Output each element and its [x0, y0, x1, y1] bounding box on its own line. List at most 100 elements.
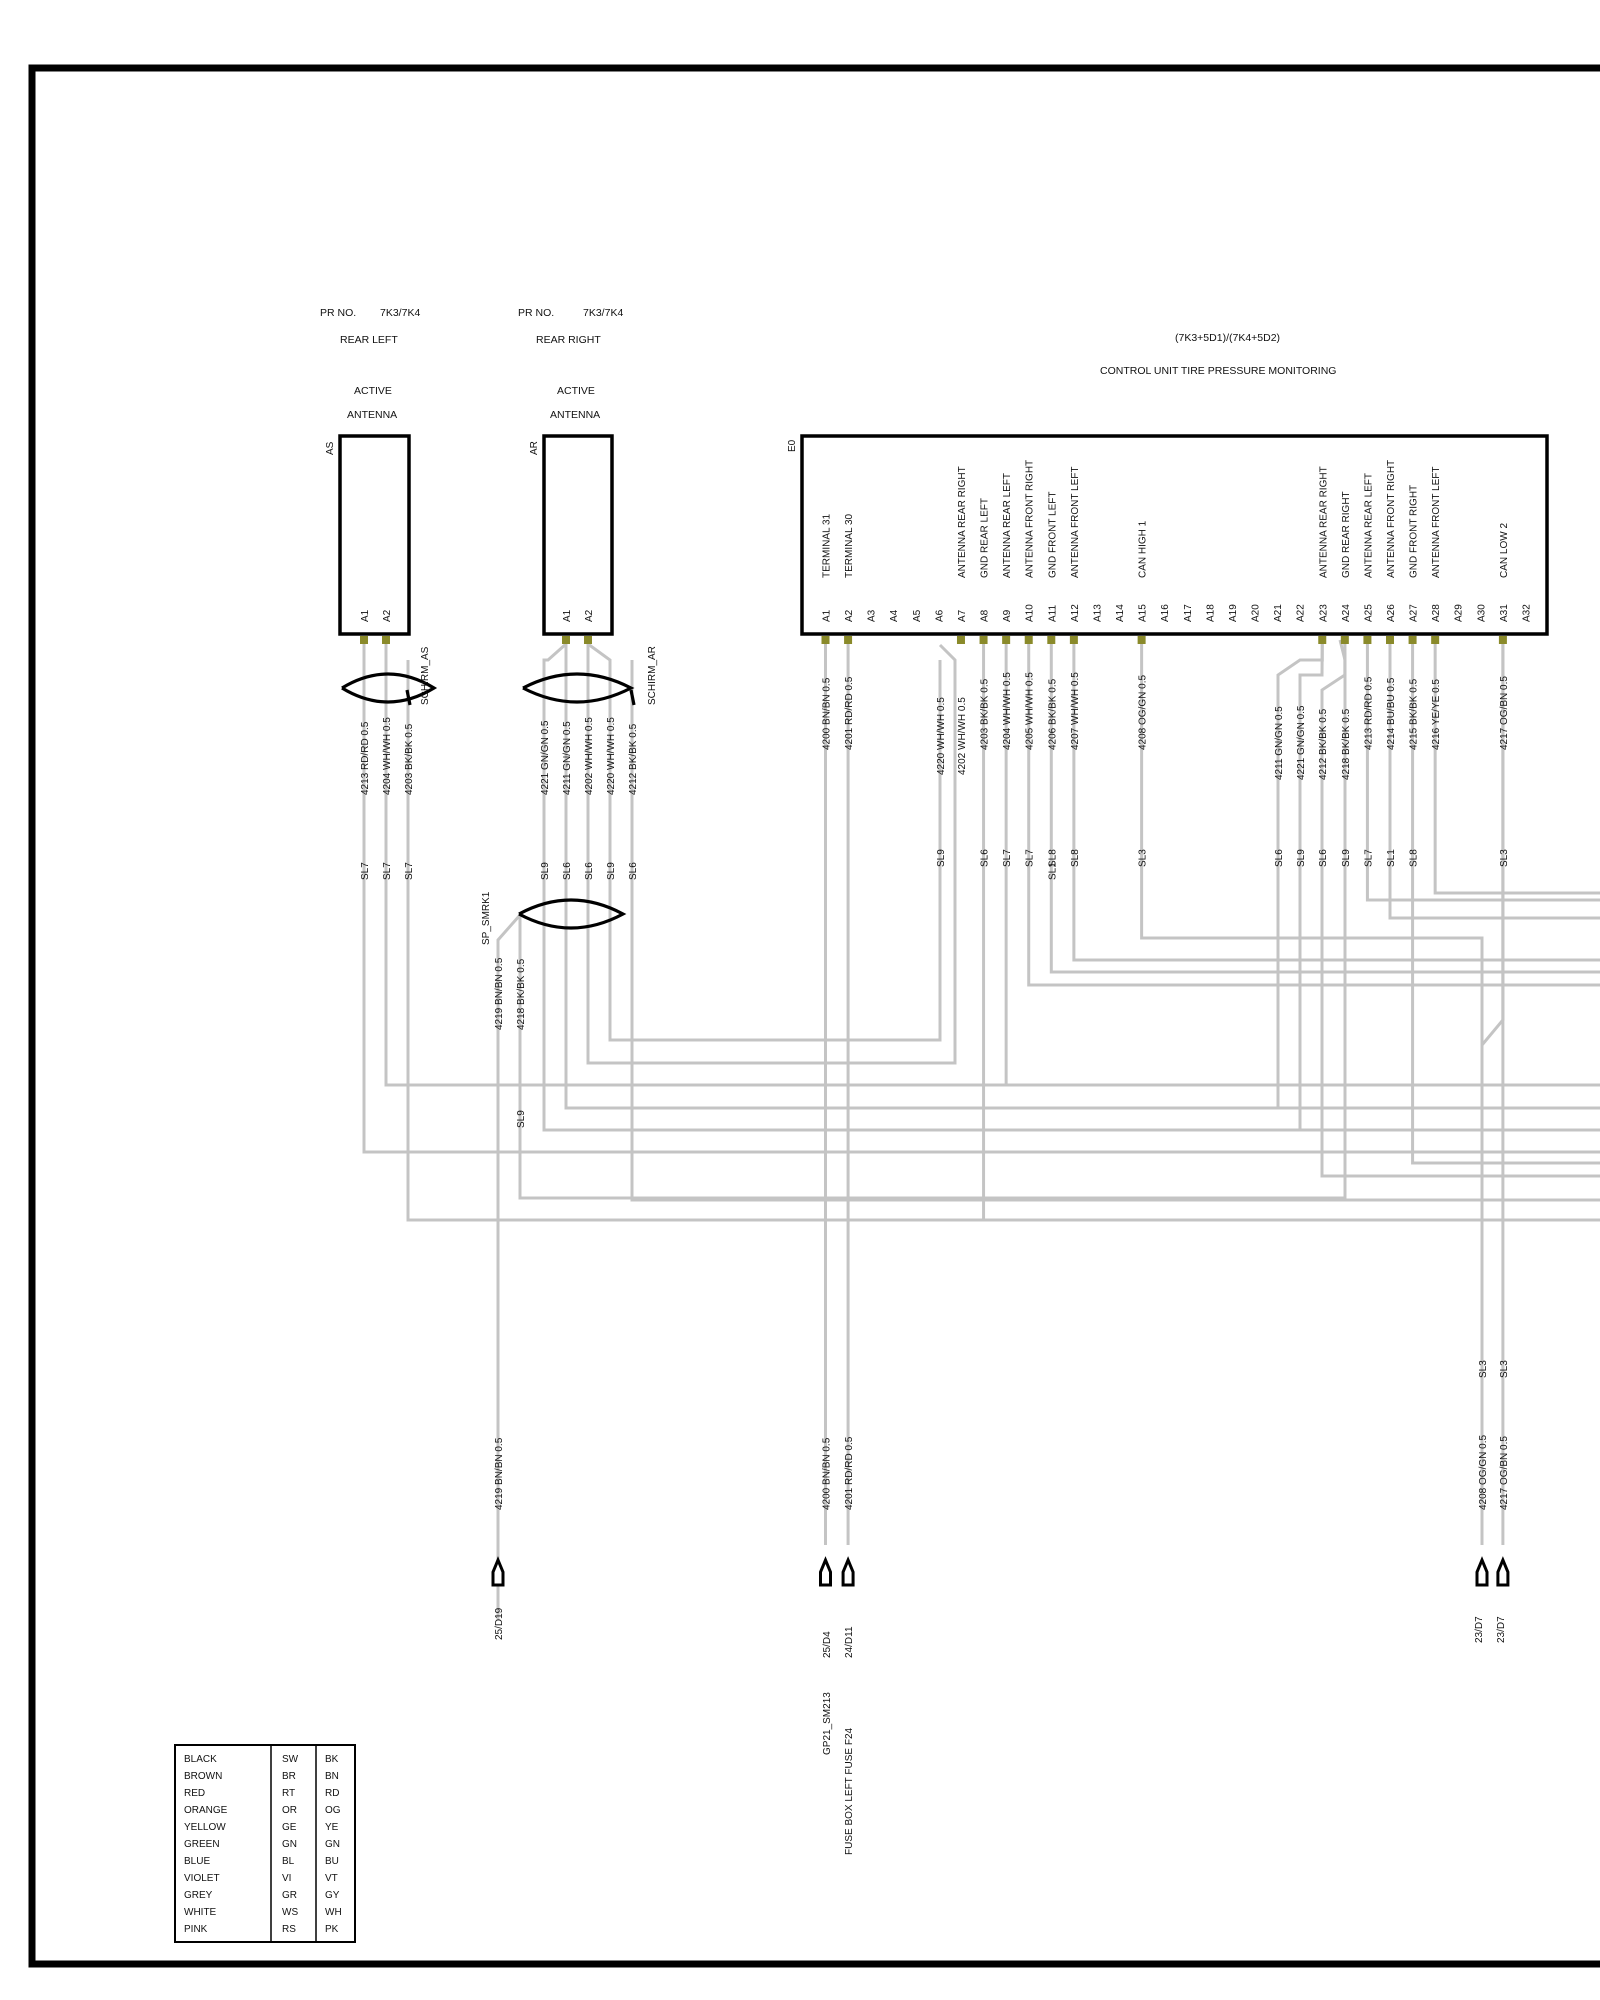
- cu-pin-function: ANTENNA REAR RIGHT: [1318, 466, 1329, 578]
- sl-label: SL3: [1138, 849, 1149, 867]
- sl-label: SL1: [1386, 849, 1397, 867]
- legend-color-name: YELLOW: [184, 1822, 226, 1833]
- ar-pin-stub: [584, 636, 592, 644]
- sl-label: SL7: [404, 862, 415, 880]
- wire-cu-4221: [1298, 643, 1324, 1130]
- dest-sp: 25/D19: [494, 1607, 505, 1640]
- cu-pin-stub: [1047, 636, 1056, 644]
- cu-pin-label: A31: [1499, 604, 1510, 622]
- antenna-ar[interactable]: PR NO. 7K3/7K4 REAR RIGHT ACTIVE ANTENNA…: [518, 307, 623, 636]
- cu-pin-label: A28: [1431, 604, 1442, 622]
- wire-label: 4203 BK/BK 0.5: [980, 678, 991, 750]
- wire-label: 4202 WH/WH 0.5: [584, 717, 595, 795]
- antenna-as[interactable]: PR NO. 7K3/7K4 REAR LEFT ACTIVE ANTENNA …: [320, 307, 420, 636]
- wire-label: 4213 RD/RD 0.5: [1363, 676, 1374, 750]
- cu-pin-function: ANTENNA FRONT RIGHT: [1025, 460, 1036, 578]
- wire-label: 4220 WH/WH 0.5: [936, 697, 947, 775]
- cu-pin-function: CAN LOW 2: [1499, 523, 1510, 578]
- sl-label: SL8: [1047, 849, 1058, 867]
- cu-pin-label: A3: [867, 609, 878, 622]
- wire-cu-4215: [1411, 644, 1600, 1165]
- cu-pin-stub: [1318, 636, 1327, 644]
- wire-label: 4206 BK/BK 0.5: [1047, 678, 1058, 750]
- cu-pin-label: A8: [980, 609, 991, 622]
- cu-pin-stub: [1069, 636, 1078, 644]
- wire-label: 4202 WH/WH 0.5: [957, 697, 968, 775]
- cu-pin-label: A6: [934, 609, 945, 622]
- sl-label: SL7: [360, 862, 371, 880]
- legend-english-code: BK: [325, 1754, 339, 1765]
- diagram-frame: [28, 64, 1600, 1968]
- terminal-cu2[interactable]: [841, 1556, 855, 1587]
- cu-pin-label: A12: [1070, 604, 1081, 622]
- wire-cu-4207: [1072, 644, 1600, 962]
- schirm-as-label: SCHIRM_AS: [420, 646, 431, 705]
- ar-pin-label: A2: [584, 609, 595, 622]
- terminal-can2[interactable]: [1496, 1556, 1510, 1587]
- wire-as-4213: [362, 644, 1600, 1154]
- schirm-ar-label: SCHIRM_AR: [647, 646, 658, 705]
- wire-label: 4204 WH/WH 0.5: [1002, 672, 1013, 750]
- wire-label: 4205 WH/WH 0.5: [1025, 672, 1036, 750]
- legend-german-code: GN: [282, 1839, 297, 1850]
- wire-label: 4214 BU/BU 0.5: [1386, 677, 1397, 750]
- legend-box: [174, 1744, 356, 1943]
- terminal-cu1[interactable]: [819, 1556, 832, 1587]
- legend-color-name: BLUE: [184, 1856, 210, 1867]
- ar-pin-stub: [562, 636, 570, 644]
- legend-german-code: GE: [282, 1822, 297, 1833]
- sl-label: SL7: [382, 862, 393, 880]
- legend-english-code: VT: [325, 1873, 338, 1884]
- ar-id: AR: [529, 441, 540, 455]
- legend-english-code: GN: [325, 1839, 340, 1850]
- sl-label: SL3: [1478, 1360, 1489, 1378]
- shield-ar: [522, 672, 635, 704]
- cu-pin-stub: [956, 636, 965, 644]
- cu-pin-label: A26: [1386, 604, 1397, 622]
- terminal-sp[interactable]: [491, 1556, 505, 1587]
- cu-pin-stub: [821, 636, 830, 644]
- as-location: REAR LEFT: [340, 334, 398, 346]
- ar-pin-label: A1: [562, 609, 573, 622]
- legend-color-name: WHITE: [184, 1907, 217, 1918]
- sl-label: SL6: [1318, 849, 1329, 867]
- as-pin-stub: [382, 636, 390, 644]
- wire-cu-4213: [1365, 644, 1600, 902]
- dest-cu2: 24/D11: [844, 1626, 855, 1658]
- ar-pr-no: PR NO.: [518, 307, 554, 319]
- sp-smrk-label: SP_SMRK1: [481, 891, 492, 945]
- cu-pin-label: A5: [912, 609, 923, 622]
- as-type-2: ANTENNA: [347, 409, 397, 421]
- cu-pin-label: A10: [1025, 604, 1036, 622]
- legend-color-name: GREEN: [184, 1839, 220, 1850]
- cu-pin-function: ANTENNA REAR LEFT: [1002, 473, 1013, 578]
- cu-pin-function: ANTENNA REAR LEFT: [1363, 473, 1374, 578]
- legend-english-code: PK: [325, 1924, 339, 1935]
- wire-label: 4201 RD/RD 0.5: [844, 676, 855, 750]
- wire-ar-4221: [542, 642, 1600, 1132]
- cu-pin-function: TERMINAL 30: [844, 513, 855, 578]
- wire-label: 4218 BK/BK 0.5: [516, 958, 527, 1030]
- sl-label: SL7: [1025, 849, 1036, 867]
- legend-german-code: BL: [282, 1856, 295, 1867]
- control-unit[interactable]: (7K3+5D1)/(7K4+5D2) CONTROL UNIT TIRE PR…: [787, 332, 1549, 636]
- terminal-can1[interactable]: [1475, 1556, 1489, 1587]
- cu-pin-function: ANTENNA FRONT LEFT: [1070, 467, 1081, 579]
- sl-label: SL9: [516, 1110, 527, 1128]
- wire-label: 4221 GN/GN 0.5: [1296, 705, 1307, 780]
- cu-pin-label: A18: [1205, 604, 1216, 622]
- as-id: AS: [325, 441, 336, 455]
- sl-label: SL6: [628, 862, 639, 880]
- sl-label: SL8: [1070, 849, 1081, 867]
- legend-german-code: WS: [282, 1907, 298, 1918]
- wire-label: 4218 BK/BK 0.5: [1341, 708, 1352, 780]
- sl-label: SL6: [562, 862, 573, 880]
- legend-german-code: OR: [282, 1805, 297, 1816]
- wire-label: 4221 GN/GN 0.5: [540, 720, 551, 795]
- cu-pin-label: A16: [1160, 604, 1171, 622]
- ar-type-1: ACTIVE: [557, 385, 595, 397]
- cu-pin-label: A4: [889, 609, 900, 622]
- wire-label: 4211 GN/GN 0.5: [562, 721, 573, 795]
- sl-label: SL9: [936, 849, 947, 867]
- wire-ar-4212: [630, 660, 1600, 1202]
